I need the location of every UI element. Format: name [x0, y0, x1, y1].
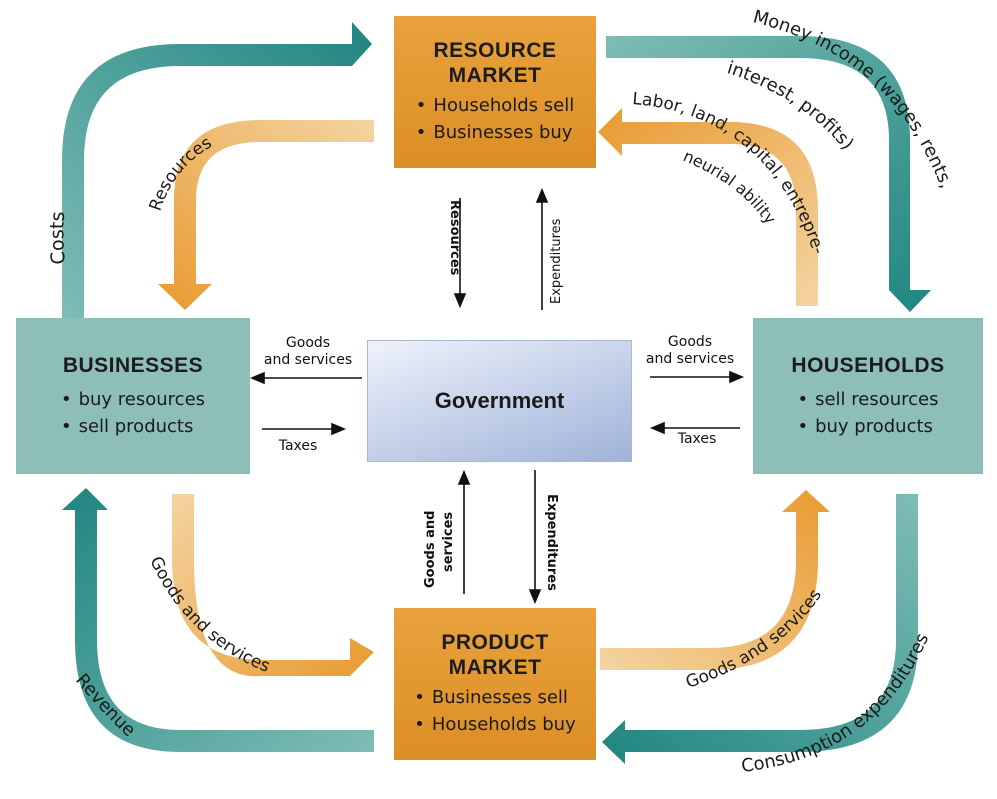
resource-market-title-1: RESOURCE	[433, 39, 557, 62]
businesses-list: •buy resources •sell products	[61, 386, 205, 440]
goods-services-left-label: Goods and services	[145, 553, 272, 676]
product-market-list: •Businesses sell •Households buy	[414, 684, 575, 738]
households-box: HOUSEHOLDS •sell resources •buy products	[753, 318, 983, 474]
resource-market-item: •Businesses buy	[415, 122, 573, 143]
expenditures-up-label: Expenditures	[549, 218, 564, 304]
goods-to-households-flow-arrow	[600, 490, 830, 670]
taxes-right-arrowhead	[649, 421, 665, 435]
government-box: Government	[367, 340, 632, 462]
goods-services-right-label: Goods and services	[683, 586, 826, 693]
households-title: HOUSEHOLDS	[791, 353, 945, 377]
goods-left-label-1: Goods	[286, 335, 330, 351]
consumption-flow-arrow	[602, 494, 918, 764]
businesses-box: BUSINESSES •buy resources •sell products	[16, 318, 250, 474]
costs-flow-arrow	[62, 22, 372, 318]
goods-left-label-2: and services	[264, 352, 352, 368]
businesses-item: •sell products	[60, 415, 194, 437]
households-item: •buy products	[797, 415, 933, 437]
goods-left-arrowhead	[249, 371, 265, 385]
resource-market-item: •Households sell	[415, 95, 575, 116]
resources-to-business-flow-arrow	[158, 120, 374, 310]
goods-right-arrowhead	[729, 370, 745, 384]
goods-bottom-up-arrowhead	[457, 469, 471, 485]
businesses-title: BUSINESSES	[62, 353, 204, 377]
product-market-title-2: MARKET	[448, 656, 542, 679]
goods-right-label-2: and services	[646, 351, 734, 367]
resources-down-arrowhead	[453, 293, 467, 309]
product-market-item: •Households buy	[414, 714, 576, 735]
money-income-flow-arrow	[606, 36, 931, 312]
taxes-left-arrowhead	[331, 422, 347, 436]
goods-bottom-label-2: services	[441, 512, 456, 572]
households-item: •sell resources	[797, 388, 939, 410]
expenditures-down-label: Expenditures	[544, 494, 559, 591]
resource-market-list: •Households sell •Businesses buy	[416, 92, 574, 146]
taxes-right-label: Taxes	[677, 431, 717, 447]
goods-right-label-1: Goods	[668, 334, 712, 350]
product-market-title-1: PRODUCT	[441, 631, 549, 654]
goods-to-product-market-flow-arrow	[172, 494, 374, 677]
expenditures-up-arrowhead	[535, 187, 549, 203]
labor-to-market-flow-arrow	[598, 108, 818, 306]
taxes-left-label: Taxes	[278, 438, 318, 454]
product-market-item: •Businesses sell	[414, 687, 568, 708]
resource-market-title-2: MARKET	[448, 64, 542, 87]
costs-label: Costs	[46, 211, 70, 266]
revenue-flow-arrow	[62, 488, 374, 752]
households-list: •sell resources •buy products	[797, 386, 938, 440]
product-market-box: PRODUCT MARKET •Businesses sell •Househo…	[394, 608, 596, 760]
resources-down-label: Resources	[447, 200, 462, 276]
goods-bottom-label-1: Goods and	[423, 511, 438, 588]
businesses-item: •buy resources	[60, 388, 206, 410]
expenditures-down-arrowhead	[528, 589, 542, 605]
government-title: Government	[434, 388, 565, 413]
resource-market-box: RESOURCE MARKET •Households sell •Busine…	[394, 16, 596, 168]
revenue-label: Revenue	[71, 670, 139, 741]
